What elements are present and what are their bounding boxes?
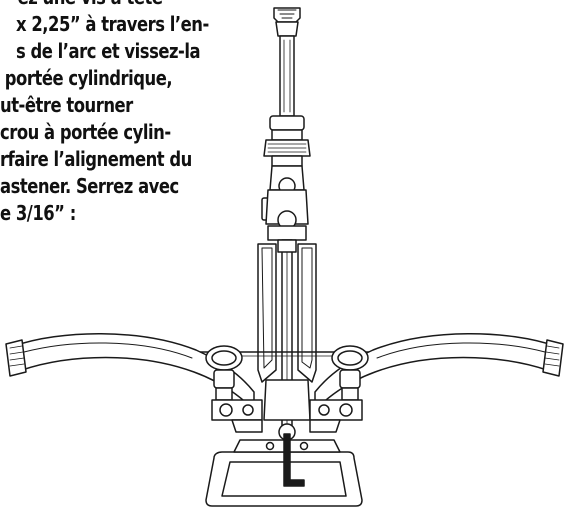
instruction-line: astener. Serrez avec bbox=[0, 174, 179, 198]
riser bbox=[211, 399, 363, 441]
scope-mount-base bbox=[265, 189, 309, 225]
bow-limbs bbox=[5, 333, 564, 411]
stock-right-panel bbox=[297, 243, 317, 383]
scope bbox=[261, 7, 311, 241]
left-cam bbox=[205, 345, 243, 401]
instruction-text: ez une vis à tête x 2,25” à travers l’en… bbox=[0, 0, 209, 227]
stock bbox=[257, 239, 317, 431]
instruction-line: portée cylindrique, bbox=[4, 66, 173, 90]
instruction-line: rfaire l’alignement du bbox=[0, 147, 192, 171]
instruction-line: s de l’arc et vissez-la bbox=[16, 39, 201, 63]
left-bolt bbox=[219, 403, 233, 417]
instruction-line: ut-être tourner bbox=[0, 93, 133, 117]
scope-tube bbox=[279, 35, 295, 117]
left-limb-tip bbox=[5, 339, 27, 377]
scope-ring-upper bbox=[269, 115, 305, 131]
instruction-line: crou à portée cylin- bbox=[0, 120, 171, 144]
right-cam bbox=[331, 345, 369, 401]
instruction-line: ez une vis à tête bbox=[18, 0, 200, 11]
instruction-line: e 3/16” : bbox=[0, 201, 76, 225]
allen-key-icon bbox=[283, 433, 305, 487]
instruction-line: x 2,25” à travers l’en- bbox=[16, 12, 209, 36]
scope-objective bbox=[275, 21, 299, 37]
stock-front bbox=[263, 379, 311, 421]
right-bolt bbox=[339, 403, 353, 417]
stock-left-panel bbox=[257, 243, 277, 383]
right-limb-tip bbox=[542, 339, 564, 377]
